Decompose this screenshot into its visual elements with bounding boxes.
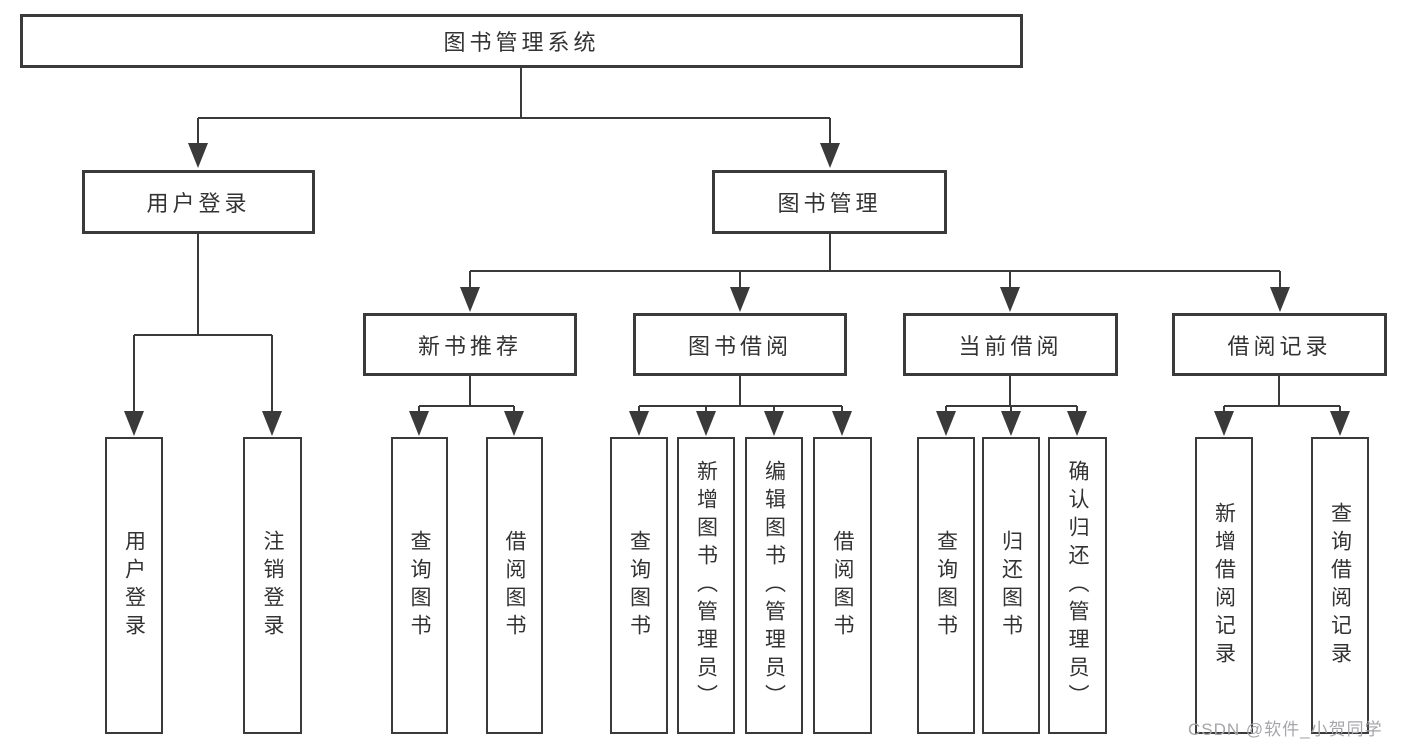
leaf-query-borrow-record: 查询借阅记录 — [1311, 437, 1369, 734]
leaf-user-login: 用户登录 — [105, 437, 163, 734]
arrow-down-icon — [1270, 287, 1290, 312]
arrow-down-icon — [262, 411, 282, 436]
arrow-down-icon — [1067, 411, 1087, 436]
arrow-down-icon — [696, 411, 716, 436]
leaf-borrow-books: 借阅图书 — [813, 437, 872, 734]
arrow-down-icon — [460, 287, 480, 312]
arrow-down-icon — [1330, 411, 1350, 436]
node-current-borrow: 当前借阅 — [903, 313, 1118, 376]
arrow-down-icon — [936, 411, 956, 436]
leaf-label: 新增图书（管理员） — [694, 459, 718, 712]
arrow-down-icon — [629, 411, 649, 436]
arrow-down-icon — [409, 411, 429, 436]
connector-root-to-level2 — [197, 68, 831, 148]
node-borrow-record: 借阅记录 — [1172, 313, 1387, 376]
leaf-rec-borrow-books: 借阅图书 — [486, 437, 543, 734]
connector-current-borrow-children — [945, 376, 1078, 416]
connector-user-login-children — [133, 234, 273, 416]
leaf-logout: 注销登录 — [243, 437, 302, 734]
leaf-label: 注销登录 — [261, 529, 284, 642]
arrow-down-icon — [504, 411, 524, 436]
arrow-down-icon — [1214, 411, 1234, 436]
arrow-down-icon — [188, 143, 208, 168]
leaf-confirm-return-admin: 确认归还（管理员） — [1048, 437, 1107, 734]
node-library-system: 图书管理系统 — [20, 14, 1023, 68]
leaf-label: 确认归还（管理员） — [1066, 459, 1089, 712]
arrow-down-icon — [832, 411, 852, 436]
leaf-cur-query-books: 查询图书 — [917, 437, 975, 734]
arrow-down-icon — [124, 411, 144, 436]
leaf-label: 查询图书 — [627, 529, 651, 642]
arrow-down-icon — [1001, 411, 1021, 436]
leaf-label: 归还图书 — [999, 529, 1023, 642]
arrow-down-icon — [730, 287, 750, 312]
leaf-label: 编辑图书（管理员） — [762, 459, 786, 712]
leaf-edit-books-admin: 编辑图书（管理员） — [745, 437, 803, 734]
leaf-add-books-admin: 新增图书（管理员） — [677, 437, 735, 734]
arrow-down-icon — [820, 143, 840, 168]
node-user-login: 用户登录 — [82, 170, 315, 234]
leaf-return-books: 归还图书 — [982, 437, 1040, 734]
arrow-down-icon — [764, 411, 784, 436]
leaf-label: 借阅图书 — [503, 529, 526, 642]
leaf-label: 借阅图书 — [831, 529, 854, 642]
leaf-label: 查询图书 — [408, 529, 431, 642]
leaf-label: 查询图书 — [934, 529, 958, 642]
node-book-management: 图书管理 — [712, 170, 947, 234]
leaf-add-borrow-record: 新增借阅记录 — [1195, 437, 1253, 734]
leaf-borrow-query-books: 查询图书 — [610, 437, 668, 734]
node-new-book-recommend: 新书推荐 — [363, 313, 577, 376]
arrow-down-icon — [1000, 287, 1020, 312]
leaf-rec-query-books: 查询图书 — [391, 437, 448, 734]
connector-book-borrow-children — [638, 376, 843, 416]
leaf-label: 用户登录 — [122, 529, 146, 642]
connector-borrow-record-children — [1223, 376, 1341, 416]
leaf-label: 查询借阅记录 — [1328, 501, 1352, 670]
csdn-watermark: CSDN @软件_小贺同学 — [1188, 720, 1383, 739]
arrowheads — [124, 143, 1350, 436]
node-book-borrow: 图书借阅 — [633, 313, 847, 376]
leaf-label: 新增借阅记录 — [1212, 501, 1236, 670]
connector-new-book-rec-children — [418, 376, 515, 416]
connector-book-mgmt-children — [469, 234, 1281, 292]
